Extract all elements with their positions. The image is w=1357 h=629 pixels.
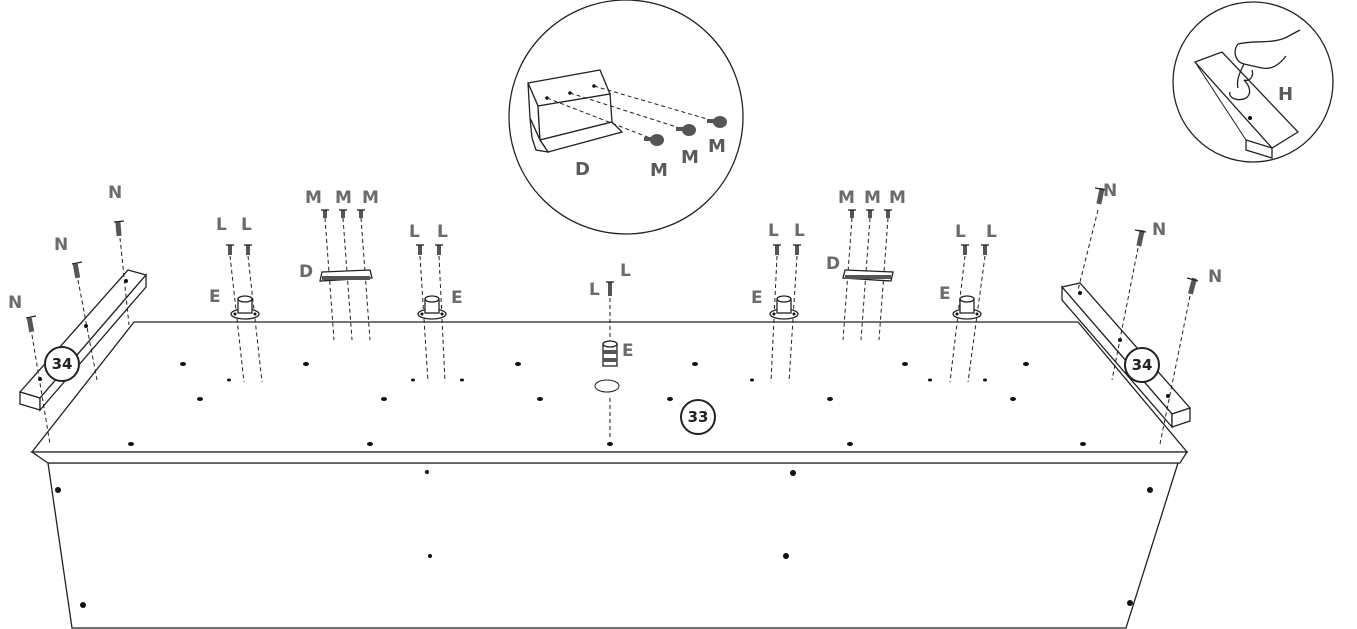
connector-e-3 xyxy=(769,295,799,320)
screw-m-1 xyxy=(321,209,329,218)
label-l-7: L xyxy=(768,221,779,241)
screw-l-4 xyxy=(435,244,443,255)
guide-lines xyxy=(31,209,1191,445)
badge-part-34-left: 34 xyxy=(44,346,80,382)
connectors-e xyxy=(230,295,982,367)
screw-m-6 xyxy=(884,209,892,218)
label-l-6: L xyxy=(589,280,600,300)
connector-e-2 xyxy=(417,295,447,320)
screw-n-1 xyxy=(25,315,37,333)
part-badges: 34 34 33 xyxy=(44,346,1160,435)
cabinet-body xyxy=(29,321,1189,629)
label-m-detail-2: M xyxy=(681,147,699,168)
screw-l-2 xyxy=(244,244,252,255)
label-l-2: L xyxy=(241,215,252,235)
connector-e-center xyxy=(602,340,618,367)
detail-screw-m-3 xyxy=(707,116,727,128)
label-n-4: N xyxy=(1103,181,1117,201)
label-l-3: L xyxy=(409,222,420,242)
label-m-1: M xyxy=(305,188,322,208)
label-m-6: M xyxy=(889,188,906,208)
screw-m-4 xyxy=(848,209,856,218)
detail-tool-callout xyxy=(1172,1,1334,163)
label-e-1: E xyxy=(209,287,221,307)
screw-l-7 xyxy=(793,244,801,255)
label-m-detail-1: M xyxy=(650,160,668,181)
screw-n-4 xyxy=(1094,187,1107,205)
label-e-3: E xyxy=(751,288,763,308)
label-m-detail-3: M xyxy=(708,136,726,157)
detail-screw-m-2 xyxy=(676,124,696,136)
label-l-1: L xyxy=(216,215,227,235)
label-n-5: N xyxy=(1152,220,1166,240)
label-e-4: E xyxy=(939,284,951,304)
label-l-4: L xyxy=(437,222,448,242)
badge-part-33: 33 xyxy=(680,399,716,435)
bracket-d-left xyxy=(319,269,373,282)
label-d-1: D xyxy=(299,262,313,282)
screw-n-6 xyxy=(1186,277,1199,295)
screw-n-3 xyxy=(113,220,125,237)
screw-n-2 xyxy=(71,261,83,279)
connector-e-4 xyxy=(952,295,982,320)
screw-l-6 xyxy=(773,244,781,255)
badge-33-text: 33 xyxy=(688,408,709,426)
screw-n-5 xyxy=(1134,229,1147,247)
badge-34-left-text: 34 xyxy=(52,355,73,373)
detail-screw-m-1 xyxy=(644,134,664,146)
label-n-1: N xyxy=(8,293,22,313)
label-m-2: M xyxy=(335,188,352,208)
label-m-3: M xyxy=(362,188,379,208)
screw-l-3 xyxy=(416,244,424,255)
bracket-d-right xyxy=(842,269,894,282)
badge-34-right-text: 34 xyxy=(1132,356,1153,374)
label-m-4: M xyxy=(838,188,855,208)
labels: N N N L L E M M M D L L E L L E L L E M … xyxy=(8,84,1293,361)
label-l-5: L xyxy=(620,261,631,281)
label-n-6: N xyxy=(1208,267,1222,287)
label-h: H xyxy=(1278,84,1293,105)
screw-l-5 xyxy=(606,281,614,296)
screw-m-3 xyxy=(357,209,365,218)
screw-m-5 xyxy=(866,209,874,218)
label-l-8: L xyxy=(794,221,805,241)
label-m-5: M xyxy=(864,188,881,208)
screw-l-1 xyxy=(226,244,234,255)
label-e-2: E xyxy=(451,288,463,308)
label-n-3: N xyxy=(108,183,122,203)
screw-m-2 xyxy=(339,209,347,218)
connector-e-1 xyxy=(230,295,260,320)
badge-part-34-right: 34 xyxy=(1124,347,1160,383)
label-l-10: L xyxy=(986,222,997,242)
label-d-2: D xyxy=(826,254,840,274)
label-l-9: L xyxy=(955,222,966,242)
label-d-detail: D xyxy=(575,159,590,180)
detail-bracket-callout xyxy=(508,0,744,235)
brackets-d xyxy=(319,269,894,282)
screw-l-8 xyxy=(961,244,969,255)
label-n-2: N xyxy=(54,235,68,255)
label-e-center: E xyxy=(622,341,634,361)
screws xyxy=(25,187,1199,333)
screw-l-9 xyxy=(981,244,989,255)
